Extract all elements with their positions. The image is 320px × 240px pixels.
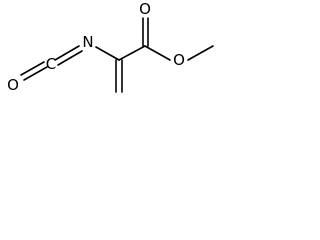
atom-label-nitrogen: N bbox=[82, 33, 93, 51]
atom-label-isocyanate-carbon: C bbox=[46, 55, 56, 73]
atom-label-carbonyl-oxygen: O bbox=[139, 0, 151, 18]
bond-carbonyl-to-alpha-carbon bbox=[118, 45, 146, 61]
atom-label-ester-oxygen: O bbox=[173, 51, 185, 69]
bond-nitrogen-carbon-double-1 bbox=[54, 45, 80, 61]
bond-nitrogen-carbon-double-2 bbox=[57, 50, 83, 66]
bond-carbonyl-to-ester-oxygen bbox=[144, 45, 171, 61]
bond-ester-oxygen-to-methyl bbox=[187, 45, 214, 61]
chemical-structure-diagram: O O N C O bbox=[7, 0, 214, 94]
atom-label-isocyanate-oxygen: O bbox=[7, 76, 19, 94]
bond-alpha-carbon-to-nitrogen bbox=[95, 46, 120, 61]
bond-carbon-oxygen-double-2 bbox=[23, 66, 48, 81]
bond-carbon-oxygen-double-1 bbox=[20, 61, 45, 76]
